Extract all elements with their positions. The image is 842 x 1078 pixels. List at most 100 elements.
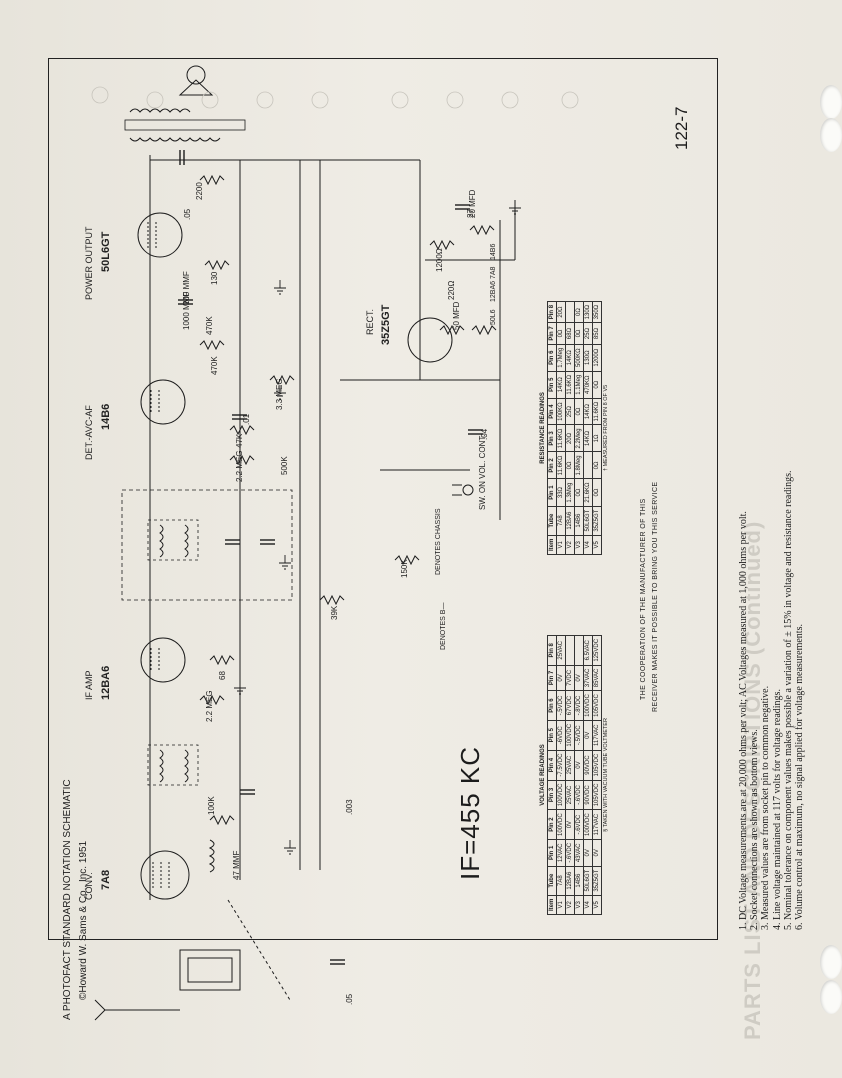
table-header-cell: Pin 8 bbox=[547, 301, 557, 323]
table-cell: 35Z5GT bbox=[592, 506, 602, 536]
table-header-cell: Pin 2 bbox=[547, 451, 557, 479]
table-cell: 105VDC bbox=[592, 780, 602, 810]
tube-v3-type: 14B6 bbox=[100, 403, 112, 430]
note-item: 4. Line voltage maintained at 117 volts … bbox=[771, 689, 783, 930]
table-cell: 20Ω bbox=[565, 424, 575, 452]
table-header-cell: Pin 2 bbox=[547, 809, 557, 840]
table-header-cell: Pin 4 bbox=[547, 398, 557, 425]
capacitor-label: 20 MFD bbox=[468, 189, 477, 218]
table-cell: 0V bbox=[565, 809, 575, 840]
note-item: 5. Nominal tolerance on component values… bbox=[782, 470, 794, 930]
notes-block: 1. DC Voltage measurements are at 20,000… bbox=[738, 170, 805, 930]
capacitor-label: 200 MMF bbox=[182, 271, 191, 305]
table-cell: 0V bbox=[592, 839, 602, 867]
table-cell: 20Ω bbox=[556, 301, 566, 323]
table-cell: V3 bbox=[574, 895, 584, 915]
resistance-table-title: RESISTANCE READINGS bbox=[540, 392, 546, 464]
table-cell: 0Ω bbox=[592, 371, 602, 399]
table-cell: 14KΩ bbox=[565, 344, 575, 372]
table-cell: -.6VDC bbox=[574, 809, 584, 840]
punch-hole bbox=[820, 118, 842, 152]
table-header-cell: Item bbox=[547, 895, 557, 915]
table-cell: 100VDC bbox=[565, 720, 575, 751]
tube-v2-function: IF AMP bbox=[84, 670, 94, 700]
table-cell: 500KΩ bbox=[574, 344, 584, 372]
resistor-label: 68 bbox=[218, 671, 227, 680]
table-cell: 11.6KΩ bbox=[556, 451, 566, 479]
table-cell: V4 bbox=[583, 535, 593, 555]
table-cell: 0V bbox=[556, 665, 566, 691]
table-cell: 35Z5GT bbox=[592, 866, 602, 896]
table-cell: 0V bbox=[583, 720, 593, 751]
table-cell: 11.6KΩ bbox=[556, 424, 566, 452]
table-header-cell: Pin 5 bbox=[547, 720, 557, 751]
table-cell: -6VDC bbox=[556, 720, 566, 751]
note-item: 3. Measured values are from socket pin t… bbox=[760, 685, 772, 930]
capacitor-label: .003 bbox=[345, 799, 354, 815]
capacitor-label: 47 MMF bbox=[232, 850, 241, 880]
table-cell: 100VDC bbox=[583, 690, 593, 721]
resistor-label: 2.2 MEG bbox=[235, 450, 244, 482]
table-cell: 33Ω bbox=[556, 478, 566, 507]
table-cell: 25VAC bbox=[556, 635, 566, 666]
table-header-cell: Pin 1 bbox=[547, 839, 557, 867]
resistor-label: 470K bbox=[205, 316, 214, 335]
table-cell: 117VAC bbox=[592, 809, 602, 840]
table-header-cell: Pin 3 bbox=[547, 424, 557, 452]
table-cell: 25VAC bbox=[565, 750, 575, 781]
table-cell: 100VDC bbox=[556, 780, 566, 810]
resistor-label: 470K bbox=[210, 356, 219, 375]
table-cell: 117VAC bbox=[592, 720, 602, 751]
table-cell: 11.6KΩ bbox=[592, 398, 602, 425]
table-cell: 43VAC bbox=[574, 839, 584, 867]
table-cell: 7A8 bbox=[556, 506, 566, 536]
table-cell: 100VDC bbox=[583, 809, 593, 840]
denotes-chassis: DENOTES CHASSIS bbox=[435, 508, 442, 575]
heater-label: 50L6 bbox=[490, 309, 497, 325]
cooperation-line-2: RECEIVER MAKES IT POSSIBLE TO BRING YOU … bbox=[652, 481, 659, 712]
table-cell: 21.6KΩ bbox=[583, 478, 593, 507]
table-cell: 130Ω bbox=[583, 344, 593, 372]
table-cell: 90VDC bbox=[583, 780, 593, 810]
punch-hole bbox=[820, 85, 842, 119]
tube-v1-function: CONV. bbox=[84, 872, 94, 900]
schematic-frame bbox=[48, 58, 718, 940]
table-cell: 1.3Meg bbox=[565, 478, 575, 507]
table-cell: 68Ω bbox=[565, 322, 575, 345]
table-cell: 1.7Meg bbox=[556, 344, 566, 372]
table-cell: -.5VDC bbox=[574, 720, 584, 751]
table-cell: 50L6GT bbox=[583, 506, 593, 536]
tube-v4-function: POWER OUTPUT bbox=[84, 226, 94, 301]
resistor-label: 39K bbox=[330, 605, 339, 620]
table-cell: 470KΩ bbox=[583, 371, 593, 399]
footer-title: A PHOTOFACT STANDARD NOTATION SCHEMATIC bbox=[62, 779, 73, 1020]
table-header-cell: Pin 5 bbox=[547, 371, 557, 399]
capacitor-label: .05 bbox=[345, 993, 354, 1005]
table-cell: 0Ω bbox=[574, 301, 584, 323]
table-cell: 7VDC bbox=[565, 665, 575, 691]
table-cell: 100KΩ bbox=[556, 398, 566, 425]
resistor-label: 220Ω bbox=[447, 280, 456, 300]
cooperation-line-1: THE COOPERATION OF THE MANUFACTURER OF T… bbox=[640, 498, 647, 700]
heater-label: 14B6 bbox=[490, 243, 497, 260]
tube-v5-type: 35Z5GT bbox=[380, 304, 392, 345]
table-cell: 14KΩ bbox=[583, 398, 593, 425]
table-header-cell: Pin 7 bbox=[547, 665, 557, 691]
table-cell: 6.5VAC bbox=[583, 635, 593, 666]
table-cell: 12BA6 bbox=[565, 866, 575, 896]
capacitor-label: .05 bbox=[183, 208, 192, 220]
table-cell: 0Ω bbox=[592, 478, 602, 507]
table-cell: V2 bbox=[565, 895, 575, 915]
table-cell: 105VDC bbox=[592, 690, 602, 721]
table-cell: 37VAC bbox=[583, 665, 593, 691]
table-cell: 14KΩ bbox=[583, 424, 593, 452]
